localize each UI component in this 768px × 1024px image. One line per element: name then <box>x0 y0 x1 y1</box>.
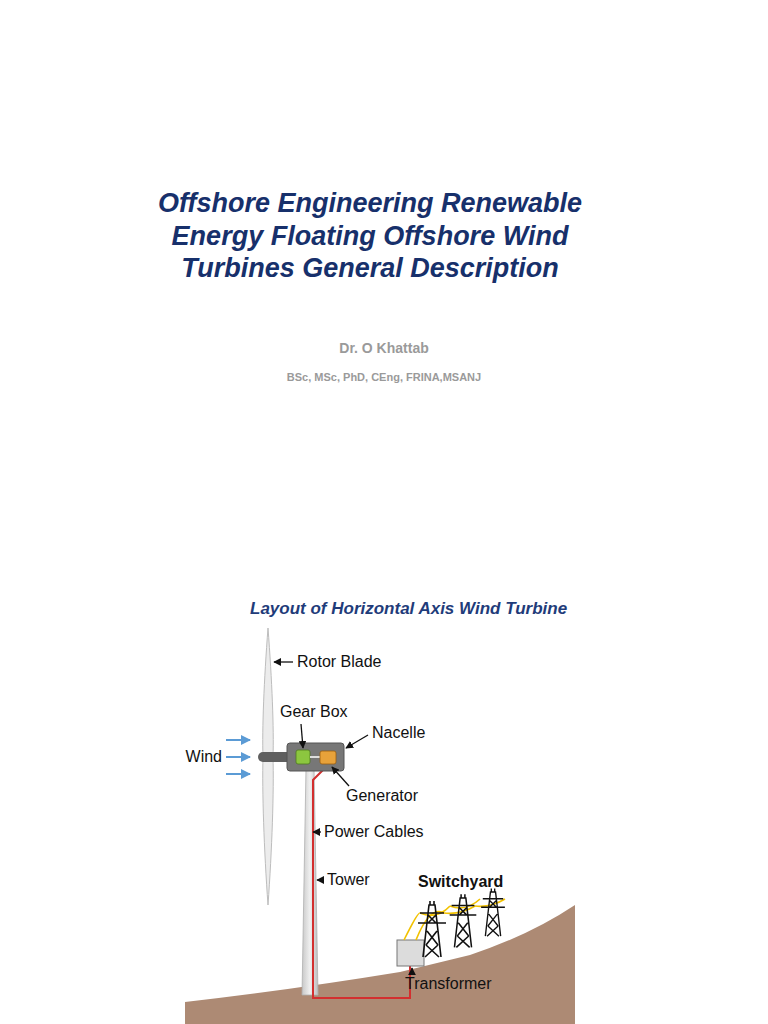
pylon <box>481 889 505 937</box>
part-label: Gear Box <box>280 702 348 721</box>
author-credentials: BSc, MSc, PhD, CEng, FRINA,MSANJ <box>287 371 481 384</box>
nacelle <box>287 743 344 771</box>
part-label: Generator <box>346 786 418 805</box>
part-label: Transformer <box>405 974 492 993</box>
leader-arrows <box>274 662 412 972</box>
part-label: Switchyard <box>418 872 503 891</box>
part-label: Rotor Blade <box>297 652 382 671</box>
generator <box>320 751 336 764</box>
pylon <box>450 894 477 947</box>
pylon <box>418 901 446 957</box>
rotor-blade <box>263 628 274 905</box>
part-label: Nacelle <box>372 723 425 742</box>
transformer-box <box>397 940 424 966</box>
page-title: Offshore Engineering Renewable Energy Fl… <box>130 187 610 286</box>
tower <box>302 768 318 995</box>
part-label: Power Cables <box>324 822 424 841</box>
gear-box <box>296 750 310 764</box>
author-name: Dr. O Khattab <box>339 340 428 357</box>
part-label: Tower <box>327 870 370 889</box>
wind-arrows <box>226 740 250 774</box>
figure-heading: Layout of Horizontal Axis Wind Turbine <box>250 599 567 619</box>
ground-hill <box>185 905 575 1024</box>
part-label: Wind <box>186 747 222 766</box>
